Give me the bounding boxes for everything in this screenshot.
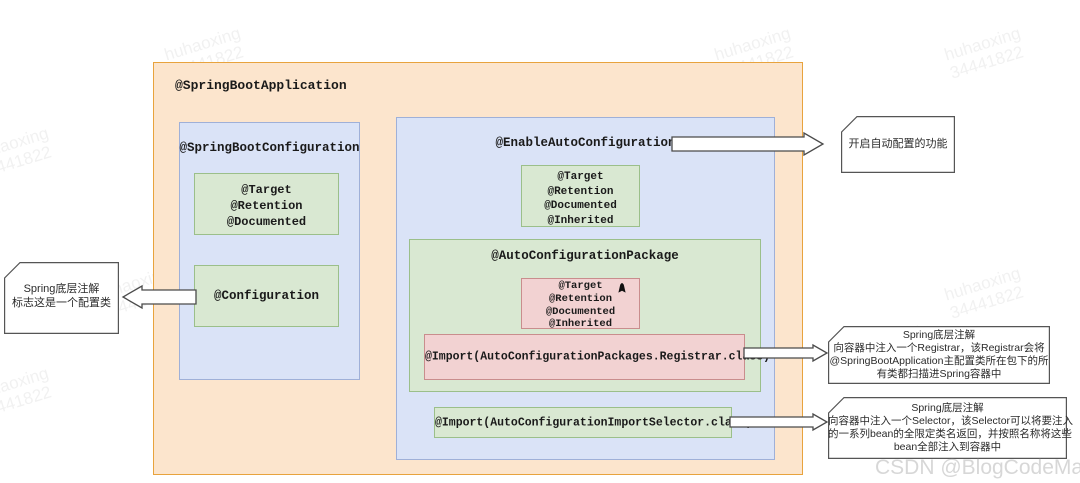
meta-annotation-list: @Target @Retention @Documented @Inherite… [522, 170, 639, 228]
meta-annotation-item: @Documented [226, 215, 307, 229]
watermark-line-2: 34441822 [947, 42, 1026, 83]
connector-import-selector [729, 412, 829, 432]
watermark-line-1: huhaoxing [712, 23, 793, 65]
note-line: 向容器中注入一个Selector，该Selector可以将要注入 [828, 415, 1074, 427]
configuration-annotation-box: @Configuration [194, 265, 339, 327]
watermark-line-1: huhaoxing [942, 263, 1023, 305]
configuration-annotation-label: @Configuration [213, 289, 320, 303]
note-configuration-shape [4, 262, 119, 334]
connector-import-registrar-svg [743, 343, 829, 363]
watermark-tile: huhaoxing 34441822 [942, 263, 1028, 322]
note-line: Spring底层注解 [911, 402, 984, 414]
meta-annotation-item: @Retention [230, 199, 303, 213]
note-configuration-text: Spring底层注解 标志这是一个配置类 [4, 262, 119, 310]
enable-auto-configuration-label: @EnableAutoConfiguration [495, 136, 676, 150]
note-line: 的一系列bean的全限定类名返回，并按照名称将这些 [828, 428, 1072, 440]
watermark-tile: huhaoxing 34441822 [0, 363, 56, 422]
meta-annotation-item: @Target [558, 280, 603, 292]
note-enable-auto-configuration: 开启自动配置的功能 [841, 116, 955, 173]
import-registrar-label: @Import(AutoConfigurationPackages.Regist… [425, 350, 771, 364]
note-import-registrar: Spring底层注解 向容器中注入一个Registrar，该Registrar会… [828, 326, 1050, 384]
watermark-tile: huhaoxing 34441822 [942, 23, 1028, 82]
import-selector-box: @Import(AutoConfigurationImportSelector.… [434, 407, 753, 438]
meta-annotation-list: @Target @Retention @Documented @Inherite… [522, 280, 639, 331]
note-import-selector-shape [828, 397, 1067, 459]
note-line: @SpringBootApplication主配置类所在包下的所 [829, 355, 1049, 367]
note-import-registrar-text: Spring底层注解 向容器中注入一个Registrar，该Registrar会… [828, 326, 1050, 381]
note-enable-auto-configuration-shape [841, 116, 955, 173]
watermark-line-1: huhaoxing [0, 363, 51, 405]
meta-annotation-item: @Inherited [548, 318, 612, 331]
connector-enable-auto-configuration [671, 131, 825, 157]
meta-annotation-item: @Retention [547, 185, 614, 198]
note-line: Spring底层注解 [23, 283, 100, 295]
note-import-selector: Spring底层注解 向容器中注入一个Selector，该Selector可以将… [828, 397, 1074, 459]
meta-annotation-list: @Target @Retention @Documented [195, 182, 338, 230]
note-line: 向容器中注入一个Registrar，该Registrar会将 [833, 342, 1045, 354]
import-registrar-box: @Import(AutoConfigurationPackages.Regist… [424, 334, 771, 380]
meta-annotation-item: @Target [557, 171, 604, 183]
import-selector-label: @Import(AutoConfigurationImportSelector.… [435, 416, 753, 429]
note-import-registrar-shape [828, 326, 1050, 384]
note-line: 有类都扫描进Spring容器中 [876, 368, 1002, 380]
watermark-line-2: 34441822 [0, 142, 54, 183]
note-line: 开启自动配置的功能 [848, 138, 948, 150]
connector-enable-auto-configuration-svg [671, 131, 825, 157]
meta-annotation-item: @Target [241, 183, 292, 197]
auto-configuration-package-meta-box: @Target @Retention @Documented @Inherite… [521, 278, 640, 331]
enable-auto-configuration-meta-box: @Target @Retention @Documented @Inherite… [521, 165, 640, 227]
watermark-line-2: 34441822 [0, 382, 54, 423]
watermark-line-2: 34441822 [947, 282, 1026, 323]
watermark-tile: huhaoxing 34441822 [0, 123, 56, 182]
note-configuration: Spring底层注解 标志这是一个配置类 [4, 262, 119, 334]
connector-import-registrar [743, 343, 829, 363]
connector-configuration [121, 284, 197, 310]
connector-configuration-svg [121, 284, 197, 310]
watermark-line-1: huhaoxing [162, 23, 243, 65]
spring-boot-configuration-container [179, 122, 360, 380]
csdn-watermark: CSDN @BlogCodeMan [875, 456, 1080, 479]
meta-annotation-item: @Documented [544, 200, 617, 212]
meta-annotation-item: @Documented [545, 305, 616, 318]
note-line: 标志这是一个配置类 [12, 297, 111, 309]
spring-boot-configuration-meta-box: @Target @Retention @Documented [194, 173, 339, 235]
watermark-line-1: huhaoxing [0, 123, 51, 165]
meta-annotation-item: @Inherited [547, 214, 614, 227]
note-line: bean全部注入到容器中 [893, 441, 1002, 453]
spring-boot-configuration-label: @SpringBootConfiguration [179, 141, 360, 155]
meta-annotation-item: @Retention [548, 292, 612, 305]
note-line: Spring底层注解 [902, 329, 976, 341]
connector-import-selector-svg [729, 412, 829, 432]
note-import-selector-text: Spring底层注解 向容器中注入一个Selector，该Selector可以将… [828, 397, 1074, 454]
auto-configuration-package-label: @AutoConfigurationPackage [491, 249, 679, 263]
spring-boot-application-label: @SpringBootApplication [175, 78, 347, 93]
note-enable-auto-configuration-text: 开启自动配置的功能 [841, 116, 955, 151]
watermark-line-1: huhaoxing [942, 23, 1023, 65]
